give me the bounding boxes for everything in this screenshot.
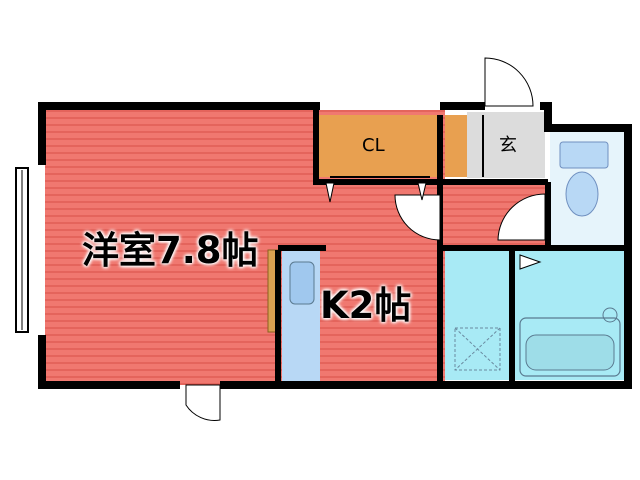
door-marker-icon	[417, 182, 427, 201]
room-label-entrance: 玄	[499, 135, 517, 156]
room-label-closet: CL	[362, 135, 385, 156]
door-marker-icon	[325, 182, 335, 203]
doors	[185, 57, 546, 421]
entrance-area	[467, 112, 545, 178]
room-label-western: 洋室7.8帖	[82, 229, 259, 272]
toilet-bowl-icon	[565, 171, 599, 217]
washroom-area	[445, 250, 510, 380]
toilet-tank-icon	[559, 141, 609, 169]
washer-space-icon	[454, 327, 501, 371]
door-marker-icon	[519, 254, 542, 270]
faucet-icon	[602, 307, 618, 323]
bathtub-inner-icon	[525, 334, 615, 371]
room-label-kitchen: K2帖	[320, 284, 412, 327]
sink-icon	[289, 261, 315, 305]
shoe-cabinet	[445, 115, 467, 177]
washer-drain-icon-cross	[454, 327, 501, 371]
closet-area	[318, 115, 440, 177]
exterior-walls	[38, 102, 632, 389]
